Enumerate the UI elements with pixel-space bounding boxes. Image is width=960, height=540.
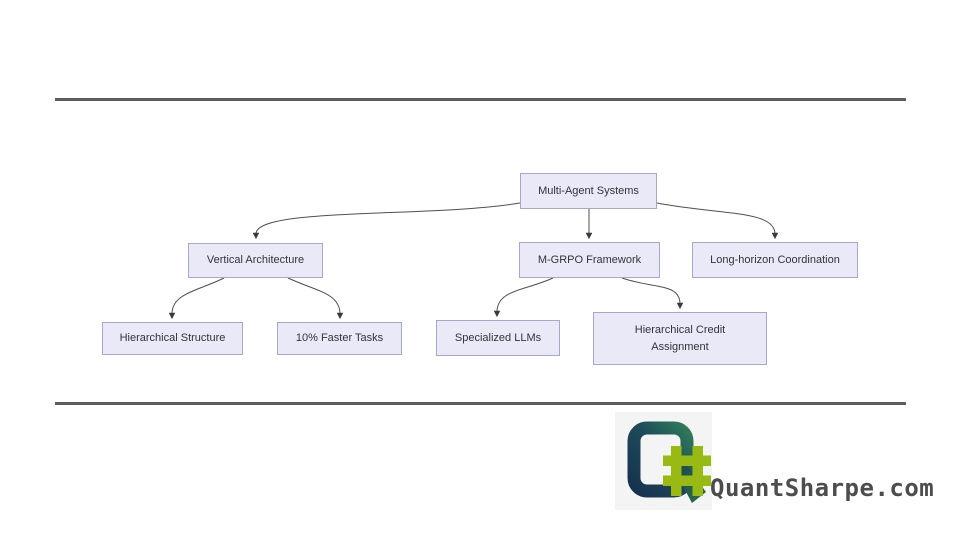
bottom-rule [55, 402, 906, 405]
edge-m-grpo-to-specialized-llms [493, 277, 554, 318]
node-label: Specialized LLMs [454, 331, 542, 344]
node-label: Hierarchical Structure [119, 332, 226, 344]
node-hierarchical-structure: Hierarchical Structure [102, 322, 243, 355]
node-label: M-GRPO Framework [537, 253, 642, 266]
node-label: Long-horizon Coordination [710, 253, 840, 266]
edge-vertical-architecture-to-faster-tasks [287, 277, 344, 320]
node-label: Vertical Architecture [206, 254, 305, 266]
node-faster-tasks: 10% Faster Tasks [277, 322, 402, 355]
node-label: Multi-Agent Systems [538, 184, 639, 197]
node-multi-agent-systems: Multi-Agent Systems [520, 173, 657, 209]
node-specialized-llms: Specialized LLMs [436, 320, 560, 356]
top-rule [55, 98, 906, 101]
node-label: Hierarchical Credit Assignment [634, 323, 726, 353]
quantsharpe-domain-text: QuantSharpe.com [710, 474, 935, 502]
quantsharpe-logo-icon [615, 412, 712, 510]
edge-vertical-architecture-to-hierarchical-structure [168, 277, 225, 320]
node-vertical-architecture: Vertical Architecture [188, 243, 323, 278]
node-hierarchical-credit-assignment: Hierarchical Credit Assignment [593, 312, 767, 365]
edge-multi-agent-to-long-horizon [656, 202, 779, 240]
edge-m-grpo-to-hierarchical-credit [621, 277, 684, 310]
hash-icon [663, 446, 711, 496]
node-long-horizon-coordination: Long-horizon Coordination [692, 242, 858, 278]
edge-multi-agent-to-vertical-architecture [252, 202, 521, 240]
quantsharpe-logo: QuantSharpe.com [612, 408, 942, 518]
node-label: 10% Faster Tasks [295, 332, 384, 344]
node-m-grpo-framework: M-GRPO Framework [519, 242, 660, 278]
